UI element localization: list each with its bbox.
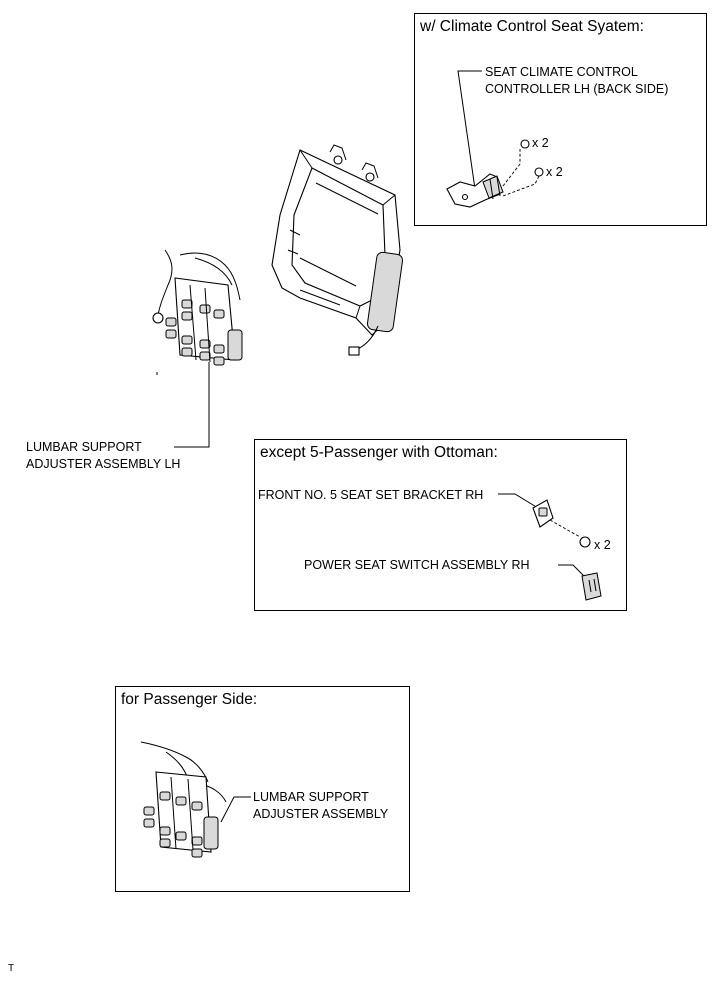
passenger-lumbar-label-line1: LUMBAR SUPPORT <box>253 790 369 804</box>
qty-lower: x 2 <box>546 165 563 179</box>
climate-box-title: w/ Climate Control Seat Syatem: <box>420 18 644 35</box>
ottoman-illustration <box>498 493 602 601</box>
ottoman-box: except 5-Passenger with Ottoman: FRONT N… <box>254 439 627 611</box>
controller-label-line1: SEAT CLIMATE CONTROL <box>485 65 638 79</box>
lumbar-support-lh <box>152 249 243 375</box>
bracket-qty: x 2 <box>594 538 611 552</box>
seatback-frame <box>271 144 404 356</box>
lumbar-main-label-line1: LUMBAR SUPPORT <box>26 440 142 454</box>
lumbar-main-label-line2: ADJUSTER ASSEMBLY LH <box>26 457 181 471</box>
bracket-label: FRONT NO. 5 SEAT SET BRACKET RH <box>258 488 484 502</box>
controller-label-line2: CONTROLLER LH (BACK SIDE) <box>485 82 669 96</box>
switch-label: POWER SEAT SWITCH ASSEMBLY RH <box>304 558 530 572</box>
corner-mark: T <box>8 963 15 974</box>
lumbar-main-leader <box>174 362 210 448</box>
climate-controller-illustration <box>446 70 544 208</box>
climate-control-box: w/ Climate Control Seat Syatem: SEAT CLI… <box>414 13 707 226</box>
ottoman-box-title: except 5-Passenger with Ottoman: <box>260 444 498 461</box>
passenger-lumbar-illustration <box>140 741 251 858</box>
passenger-lumbar-label-line2: ADJUSTER ASSEMBLY <box>253 807 389 821</box>
qty-upper: x 2 <box>532 136 549 150</box>
passenger-side-box: for Passenger Side: LUMBAR SUPPORT ADJUS… <box>115 686 410 892</box>
passenger-box-title: for Passenger Side: <box>121 691 258 708</box>
